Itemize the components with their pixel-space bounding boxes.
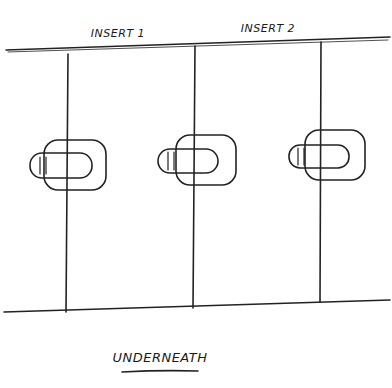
top-edge-line bbox=[6, 37, 390, 50]
divider-line bbox=[66, 54, 68, 312]
section-label: INSERT 2 bbox=[241, 22, 295, 35]
bottom-edge-line bbox=[4, 300, 390, 312]
top-edge-line bbox=[8, 40, 388, 52]
section-label: INSERT 1 bbox=[91, 27, 145, 40]
divider-line bbox=[320, 42, 321, 302]
view-caption: UNDERNEATH bbox=[112, 350, 207, 365]
handle-symbol bbox=[158, 135, 236, 185]
caption-underline bbox=[122, 371, 198, 372]
divider-line bbox=[193, 46, 195, 308]
handle-symbol bbox=[289, 130, 365, 180]
handle-symbol bbox=[30, 140, 106, 190]
